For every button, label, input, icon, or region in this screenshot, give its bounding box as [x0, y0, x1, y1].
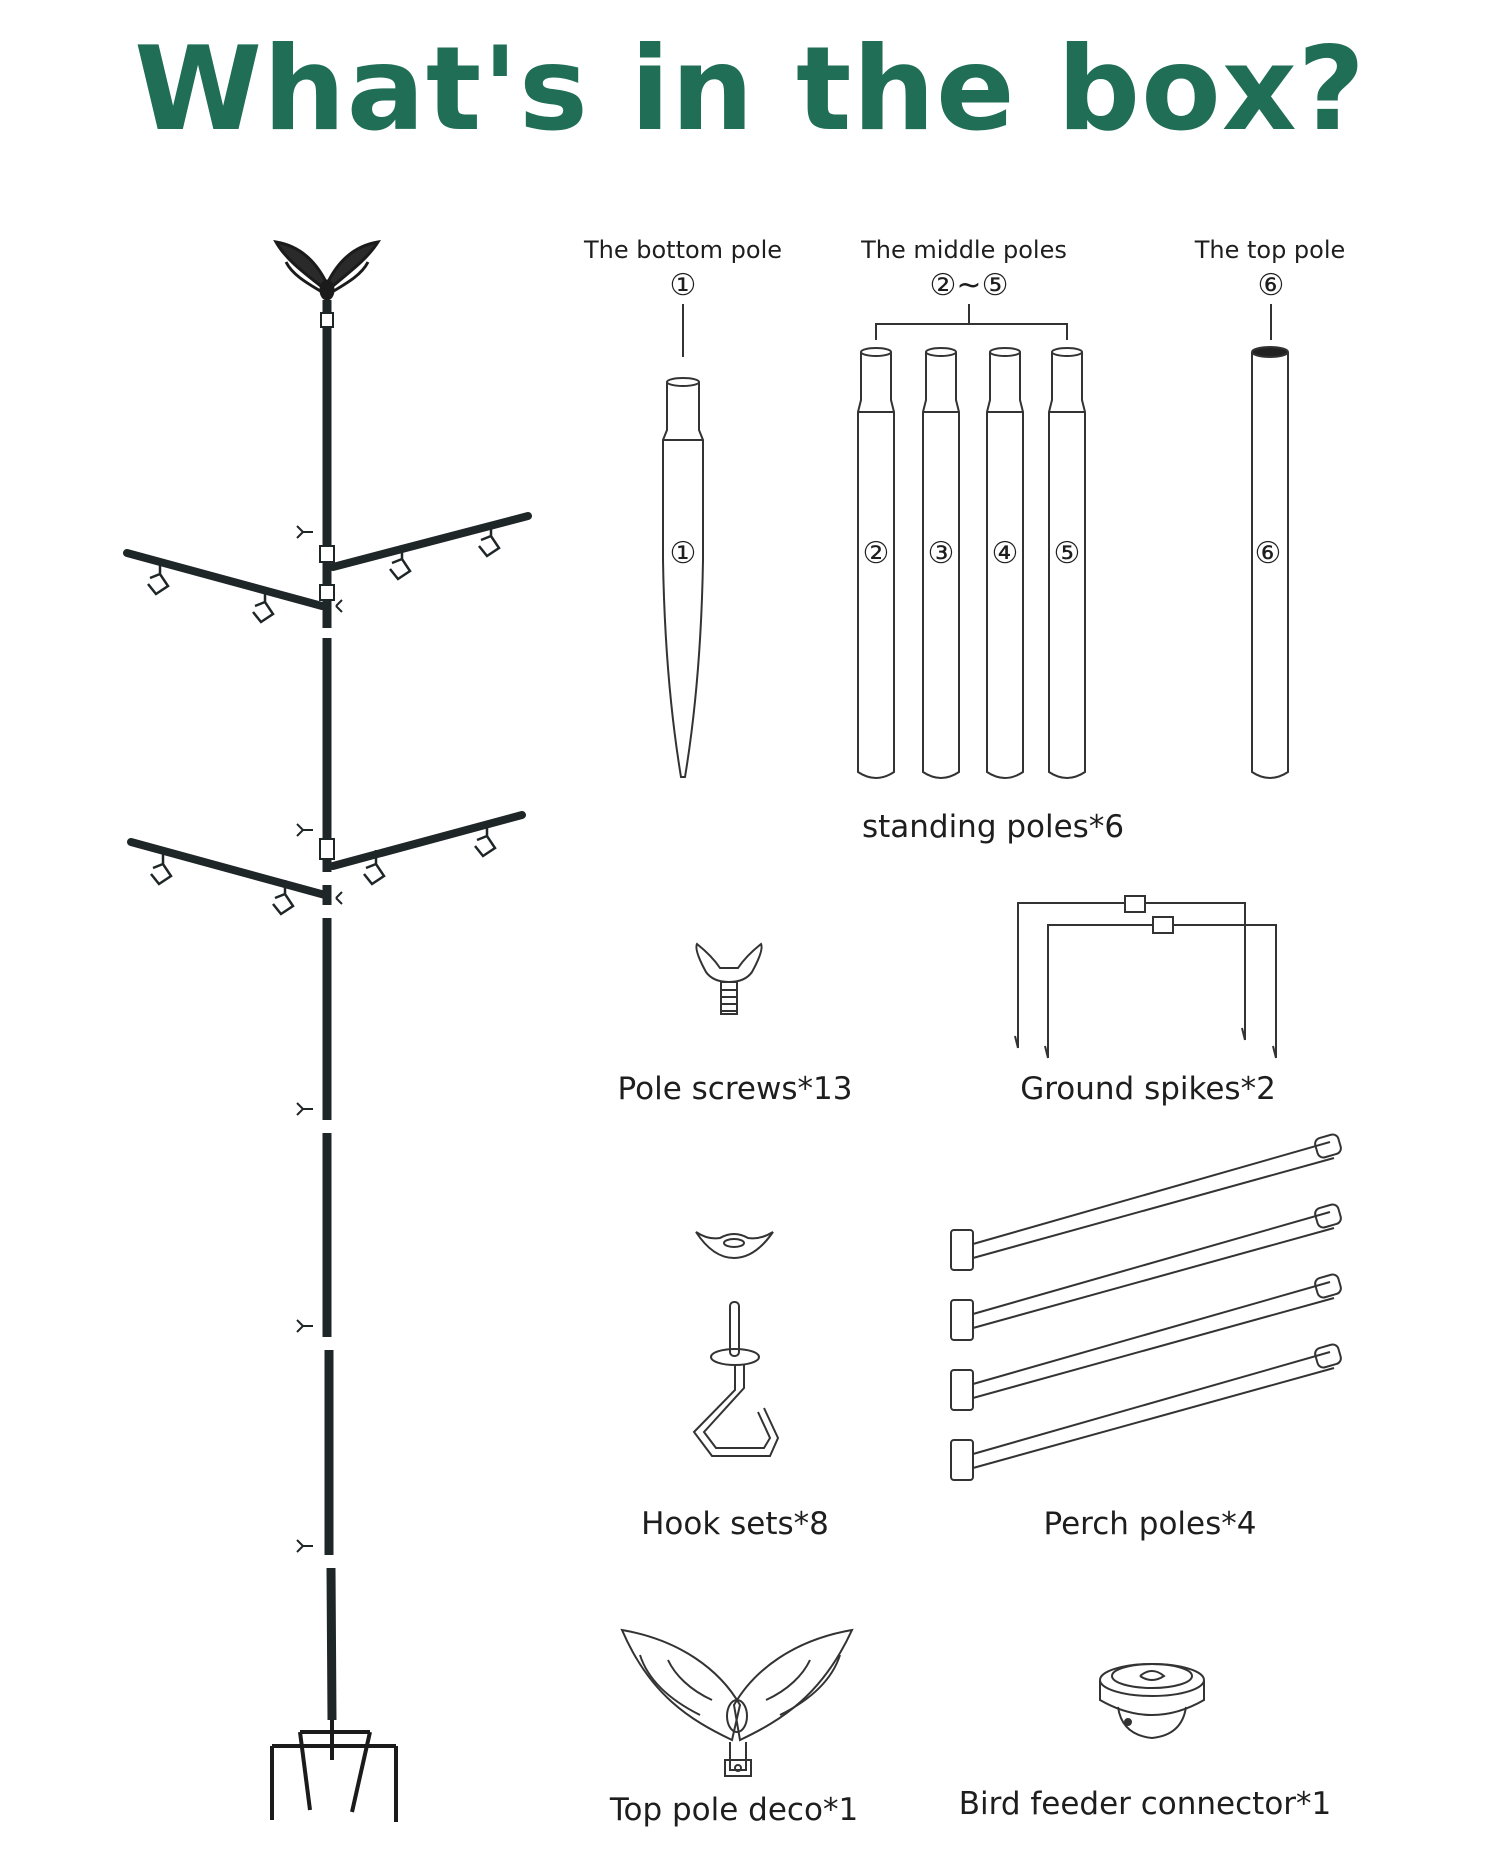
top-pole-deco-icon [620, 1628, 854, 1777]
page-title: What's in the box? [134, 22, 1366, 157]
assembled-pole-illustration [123, 239, 532, 1822]
hook-set-icon [692, 1231, 780, 1457]
middle-poles-bracket [875, 304, 1068, 340]
ground-spikes-icon [1014, 895, 1277, 1059]
middle-pole-5 [1048, 347, 1086, 779]
standing-poles-illustration [662, 304, 1289, 779]
top-pole-number: ⑥ [1257, 268, 1285, 303]
middle-poles-number: ②~⑤ [929, 268, 1009, 303]
assembled-top-deco [273, 239, 382, 301]
top-pole-label: The top pole [1194, 236, 1346, 264]
perch-pole-1 [950, 1133, 1342, 1271]
middle-pole-2 [857, 347, 895, 779]
middle-pole-4 [986, 347, 1024, 779]
middle-pole-3 [922, 347, 960, 779]
bottom-pole-inner-number: ① [669, 536, 697, 571]
bottom-pole-number: ① [669, 268, 697, 303]
bottom-pole-label: The bottom pole [583, 236, 783, 264]
middle-pole-2-number: ② [862, 536, 890, 571]
ground-spikes-caption: Ground spikes*2 [1020, 1071, 1276, 1107]
pole-screws-caption: Pole screws*13 [617, 1071, 853, 1107]
standing-poles-caption: standing poles*6 [861, 809, 1125, 845]
perch-pole-3 [950, 1273, 1342, 1411]
perch-poles-caption: Perch poles*4 [1043, 1506, 1257, 1542]
middle-pole-5-number: ⑤ [1053, 536, 1081, 571]
pole-screw-icon [695, 942, 763, 1015]
middle-poles-label: The middle poles [861, 236, 1067, 264]
middle-pole-4-number: ④ [991, 536, 1019, 571]
bird-feeder-connector-caption: Bird feeder connector*1 [958, 1786, 1332, 1822]
bird-feeder-connector-icon [1099, 1663, 1205, 1740]
top-pole-inner-number: ⑥ [1254, 536, 1282, 571]
bottom-pole [662, 377, 704, 778]
perch-pole-4 [950, 1343, 1342, 1481]
middle-pole-3-number: ③ [927, 536, 955, 571]
perch-pole-2 [950, 1203, 1342, 1341]
hook-sets-caption: Hook sets*8 [641, 1506, 829, 1542]
top-pole-deco-caption: Top pole deco*1 [609, 1792, 859, 1828]
top-pole [1251, 346, 1289, 779]
perch-poles-icon [950, 1133, 1342, 1481]
